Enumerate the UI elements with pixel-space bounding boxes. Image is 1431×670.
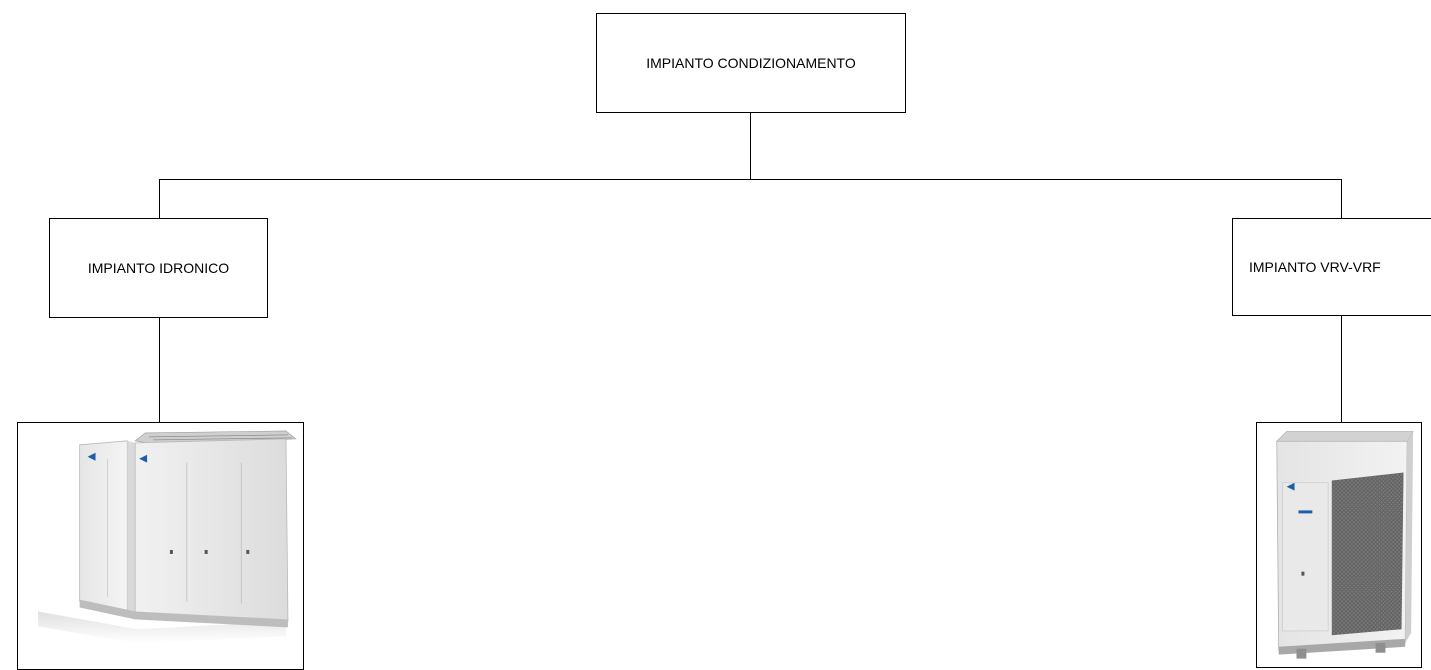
connector-right-to-image	[1341, 315, 1342, 422]
node-impianto-vrv-vrf-label: IMPIANTO VRV-VRF	[1249, 259, 1381, 275]
vrv-outdoor-unit-photo	[1276, 431, 1414, 659]
root-node-label: IMPIANTO CONDIZIONAMENTO	[646, 55, 856, 71]
node-impianto-vrv-vrf: IMPIANTO VRV-VRF	[1232, 218, 1431, 316]
node-impianto-idronico: IMPIANTO IDRONICO	[49, 218, 268, 318]
vrv-outdoor-image	[1256, 422, 1422, 668]
hydronic-chiller-unit-photo	[37, 430, 297, 644]
root-node: IMPIANTO CONDIZIONAMENTO	[596, 13, 906, 113]
connector-horizontal	[159, 179, 1342, 180]
connector-root-down	[750, 112, 751, 180]
connector-left-to-image	[159, 318, 160, 422]
connector-right-down	[1341, 179, 1342, 218]
connector-left-down	[159, 179, 160, 218]
node-impianto-idronico-label: IMPIANTO IDRONICO	[87, 260, 230, 276]
hydronic-chiller-image	[17, 422, 304, 670]
